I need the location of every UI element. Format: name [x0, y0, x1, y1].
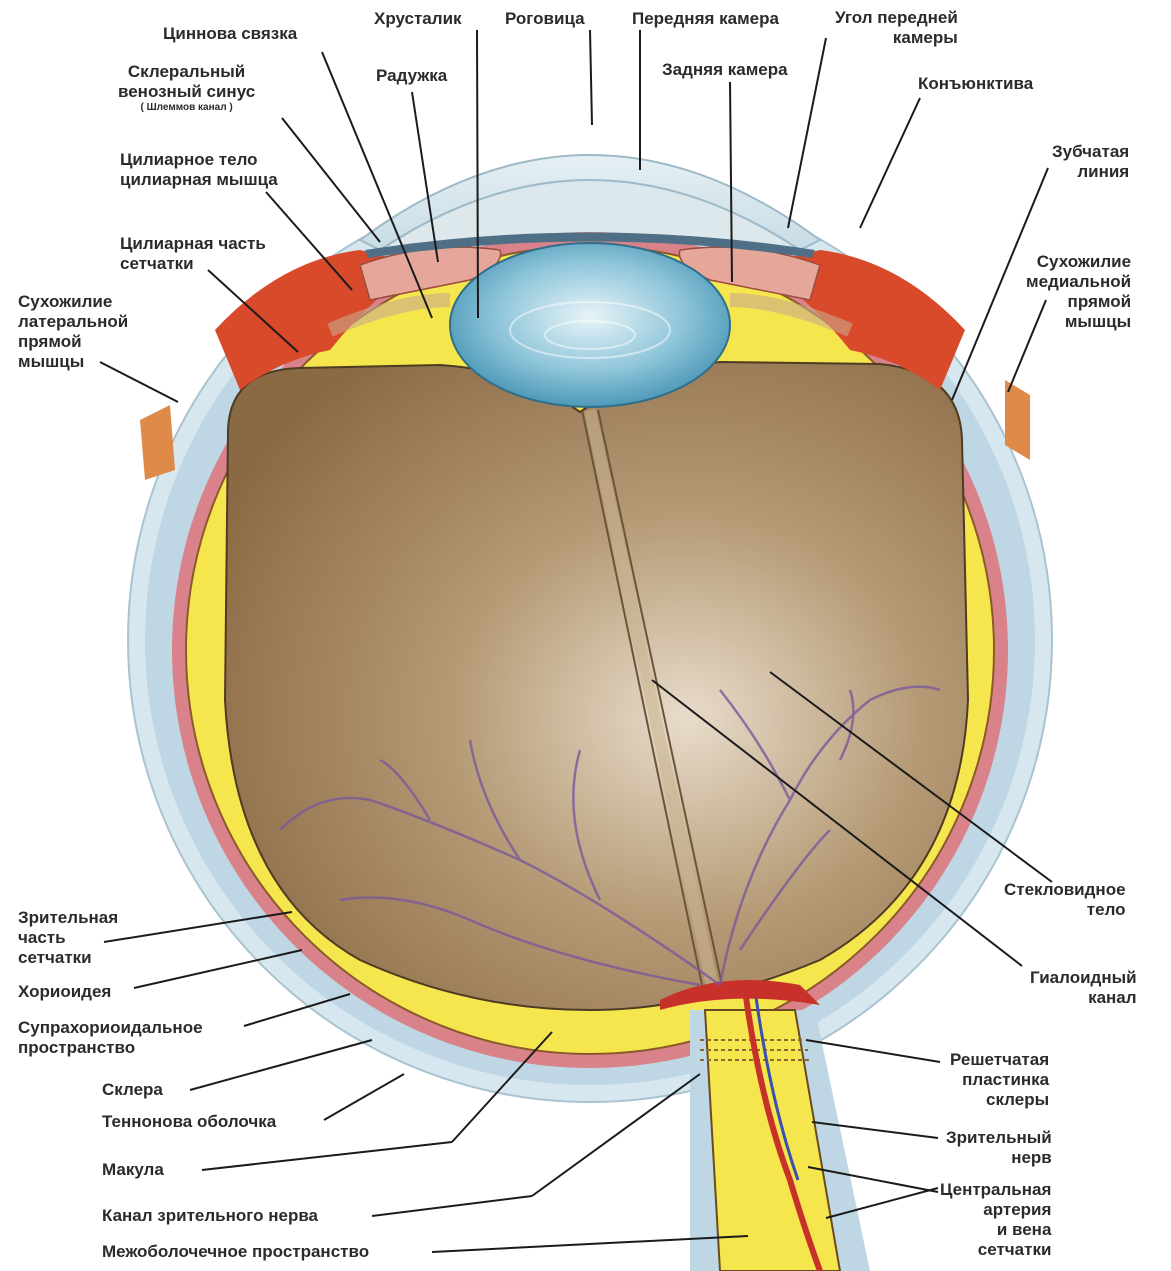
label-posterior-chamber: Задняя камера	[662, 60, 788, 80]
label-intersheath-space: Межоболочечное пространство	[102, 1242, 369, 1262]
label-cornea: Роговица	[505, 9, 585, 29]
label-conjunctiva: Конъюнктива	[918, 74, 1033, 94]
label-choroid: Хориоидея	[18, 982, 111, 1002]
label-iris: Радужка	[376, 66, 447, 86]
label-schlemm-canal: ( Шлеммов канал )	[118, 102, 255, 114]
label-tenon-capsule: Теннонова оболочка	[102, 1112, 276, 1132]
label-anterior-chamber: Передняя камера	[632, 9, 779, 29]
label-optic-canal: Канал зрительного нерва	[102, 1206, 318, 1226]
label-sclera: Склера	[102, 1080, 163, 1100]
label-lens: Хрусталик	[374, 9, 462, 29]
lens	[450, 243, 730, 407]
label-zinn-ligament: Циннова связка	[163, 24, 297, 44]
label-macula: Макула	[102, 1160, 164, 1180]
lateral-tendon	[140, 405, 175, 480]
